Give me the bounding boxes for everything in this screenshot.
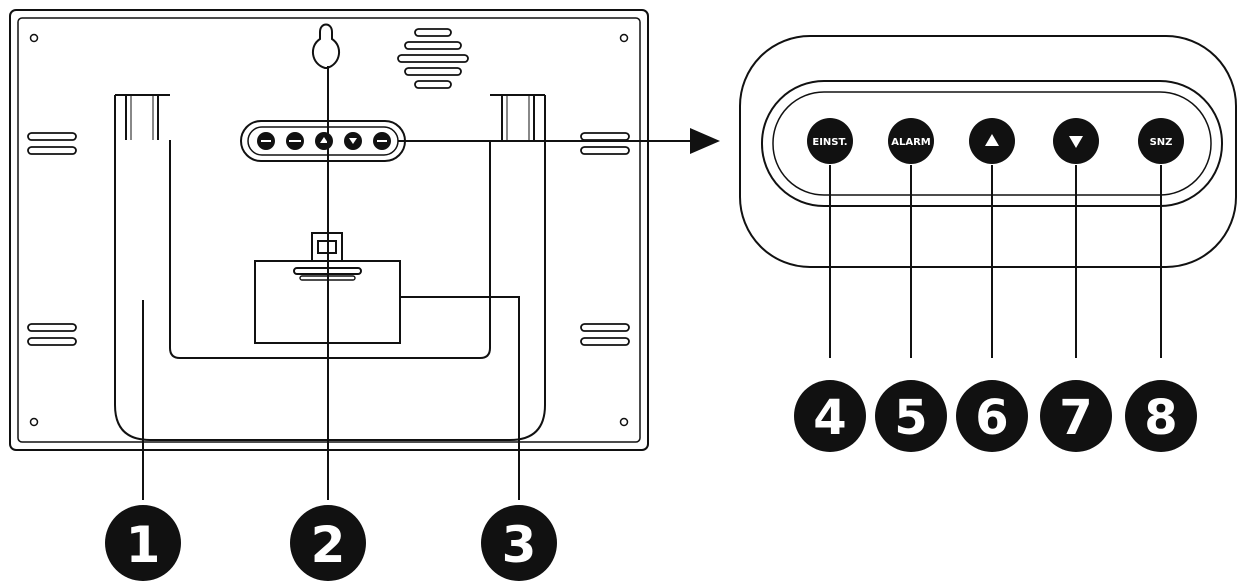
part-leader-lines bbox=[142, 66, 520, 500]
up-button[interactable] bbox=[969, 118, 1015, 164]
svg-text:8: 8 bbox=[1144, 390, 1177, 446]
callout-7: 7 bbox=[1040, 380, 1112, 452]
callout-8: 8 bbox=[1125, 380, 1197, 452]
svg-text:1: 1 bbox=[126, 516, 161, 574]
back-button-strip bbox=[240, 120, 406, 162]
callout-2: 2 bbox=[290, 505, 366, 581]
detail-arrow bbox=[398, 128, 720, 154]
callout-1: 1 bbox=[105, 505, 181, 581]
stand bbox=[114, 94, 546, 441]
svg-text:SNZ: SNZ bbox=[1150, 137, 1173, 148]
callout-3: 3 bbox=[481, 505, 557, 581]
svg-text:2: 2 bbox=[311, 516, 346, 574]
speaker-grille bbox=[397, 28, 469, 89]
wall-hanger-keyhole bbox=[312, 23, 340, 69]
side-vents bbox=[27, 132, 630, 346]
snz-button[interactable]: SNZ bbox=[1138, 118, 1184, 164]
svg-text:EINST.: EINST. bbox=[812, 137, 847, 148]
svg-text:4: 4 bbox=[813, 390, 846, 446]
einst-button[interactable]: EINST. bbox=[807, 118, 853, 164]
svg-text:3: 3 bbox=[502, 516, 537, 574]
svg-text:6: 6 bbox=[975, 390, 1008, 446]
down-button[interactable] bbox=[1053, 118, 1099, 164]
callout-6: 6 bbox=[956, 380, 1028, 452]
svg-text:7: 7 bbox=[1059, 390, 1092, 446]
callout-4: 4 bbox=[794, 380, 866, 452]
alarm-button[interactable]: ALARM bbox=[888, 118, 934, 164]
callout-5: 5 bbox=[875, 380, 947, 452]
svg-text:5: 5 bbox=[894, 390, 927, 446]
svg-text:ALARM: ALARM bbox=[891, 137, 931, 148]
button-leader-lines bbox=[829, 165, 1162, 358]
triangle-down-icon bbox=[1069, 136, 1083, 148]
triangle-up-icon bbox=[985, 134, 999, 146]
corner-screws bbox=[29, 33, 629, 427]
